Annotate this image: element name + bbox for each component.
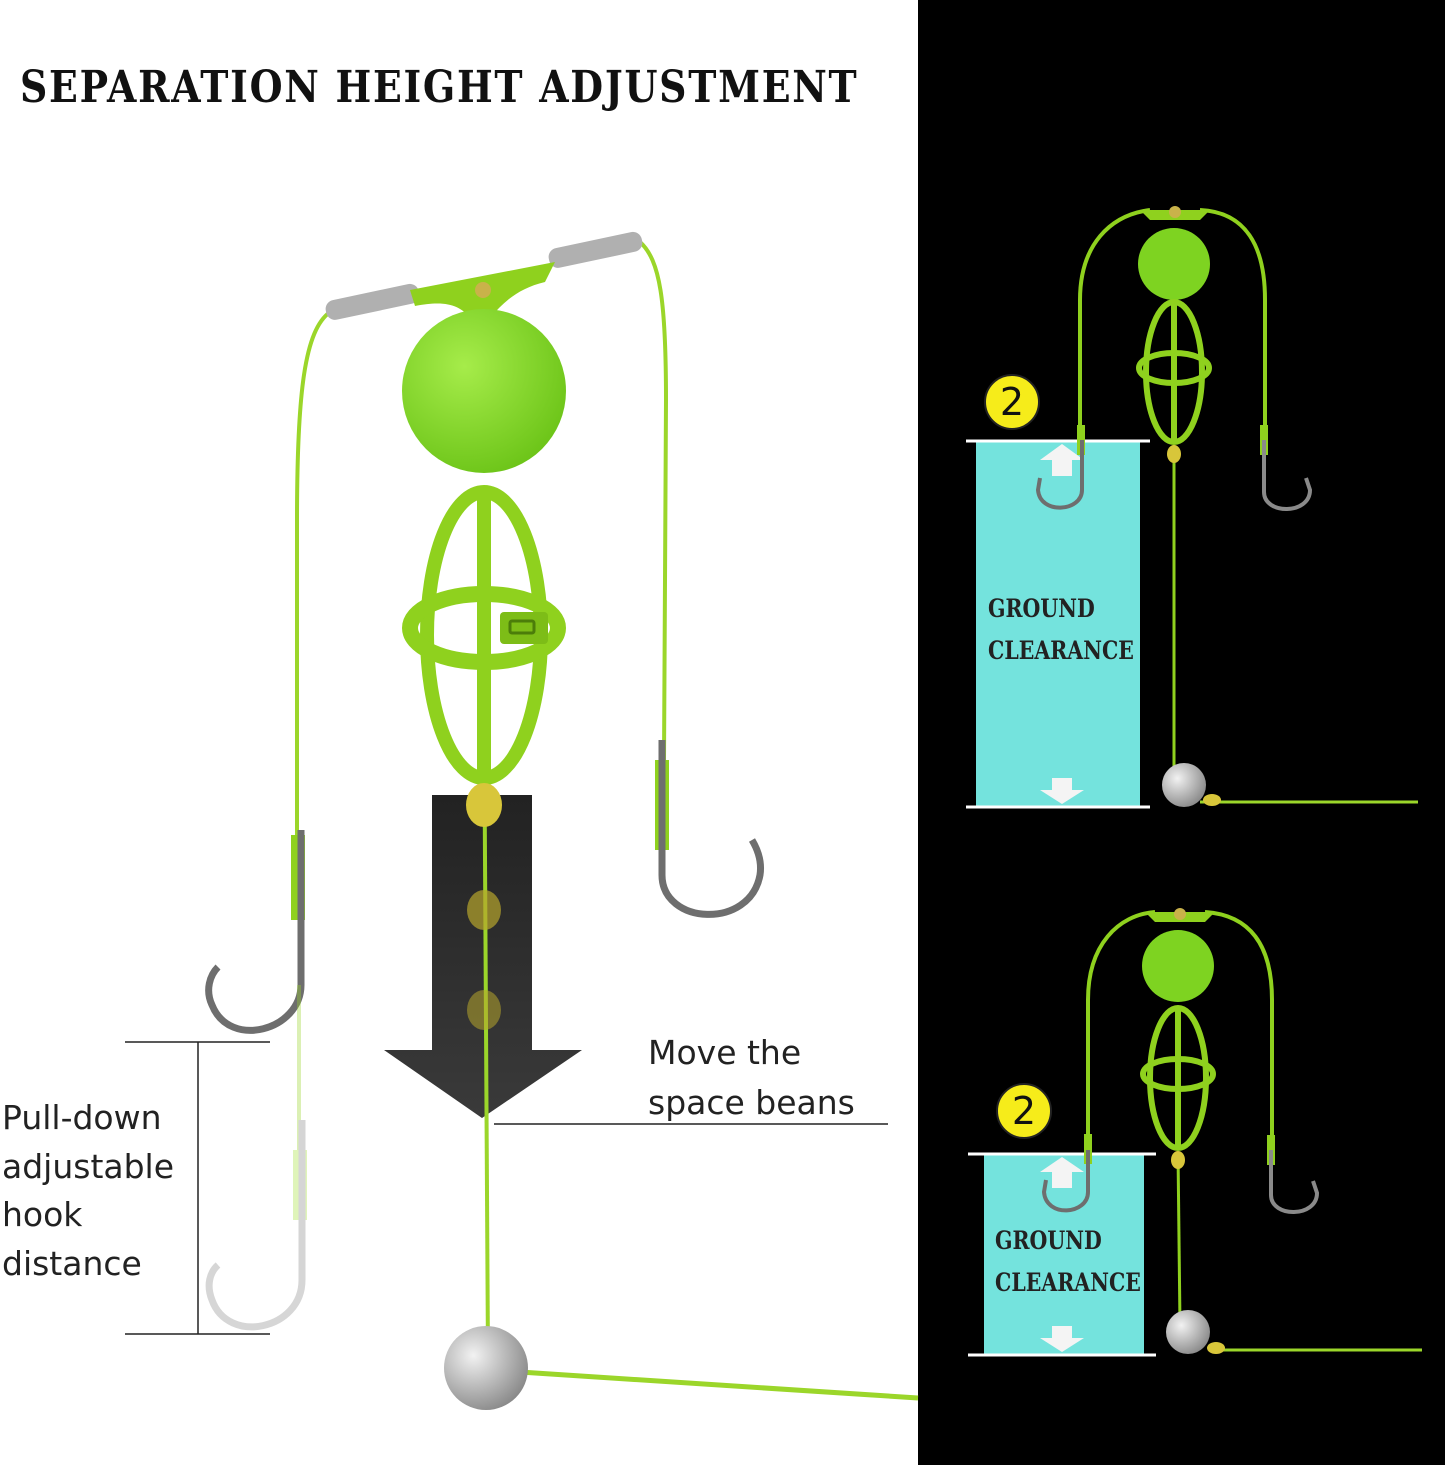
main-rig <box>125 231 919 1410</box>
up-arrow-icon <box>1040 1157 1084 1188</box>
ground-clearance-box <box>976 441 1140 806</box>
down-arrow-icon <box>384 795 582 1118</box>
left-hook-icon <box>205 830 305 1034</box>
sinker <box>444 1326 528 1410</box>
rig-panel-2 <box>968 908 1422 1357</box>
step-badge: 2 <box>996 1083 1052 1139</box>
right-metal-tube <box>548 231 643 268</box>
right-hook-icon <box>658 740 764 918</box>
space-bean <box>466 783 502 827</box>
page-title: SEPARATION HEIGHT ADJUSTMENT <box>20 62 859 113</box>
left-metal-tube <box>325 283 420 320</box>
adjusted-hook-icon <box>205 1120 306 1331</box>
up-arrow-icon <box>1040 444 1084 476</box>
down-arrow-icon <box>1040 1326 1084 1352</box>
rig-panel-1 <box>966 206 1418 809</box>
float-ball <box>402 309 566 473</box>
right-hook-line <box>638 240 669 761</box>
left-hook-line <box>295 310 332 840</box>
step-badge: 2 <box>984 374 1040 430</box>
bottom-line <box>519 1369 919 1401</box>
left-illustration-panel <box>0 0 918 1465</box>
down-arrow-icon <box>1040 778 1084 804</box>
